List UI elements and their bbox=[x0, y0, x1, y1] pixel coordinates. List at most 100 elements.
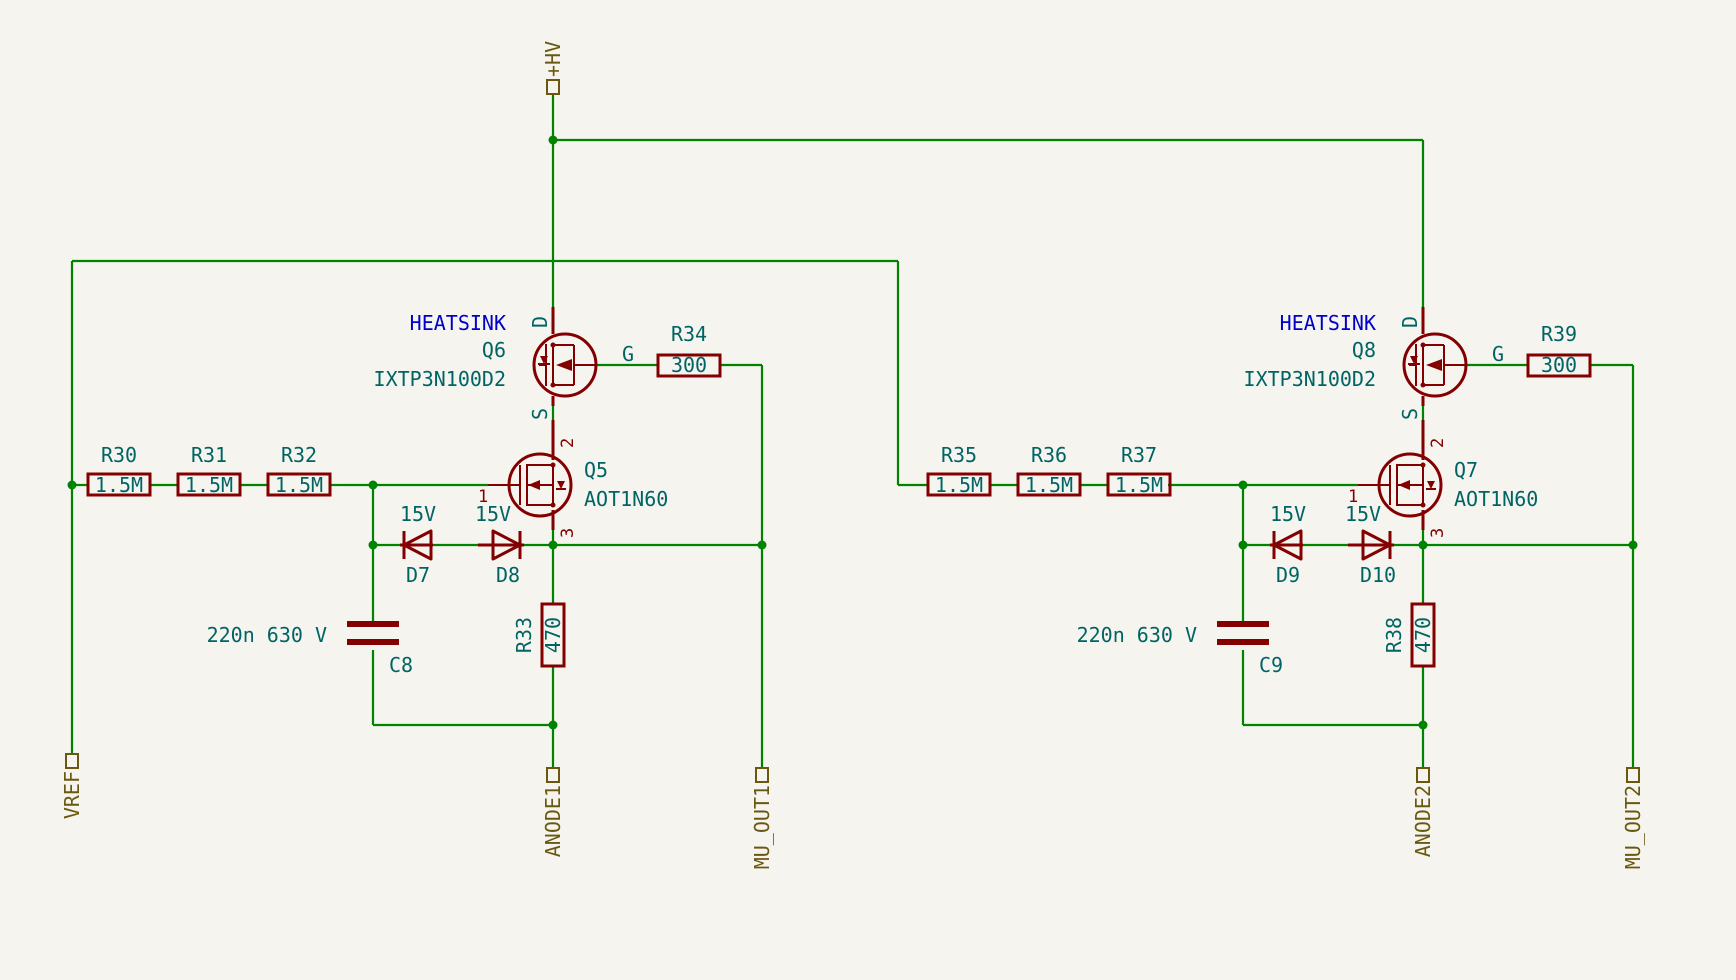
q7-pin3: 3 bbox=[1428, 528, 1448, 538]
d10-ref: D10 bbox=[1360, 563, 1396, 587]
anode2-label: ANODE2 bbox=[1411, 785, 1435, 857]
junction bbox=[548, 540, 558, 550]
heatsink-label: HEATSINK bbox=[1280, 311, 1376, 335]
stage-1: HEATSINK Q6 IXTP3N100D2 D S G 300 R34 bbox=[86, 307, 774, 869]
junction bbox=[757, 540, 767, 550]
mosfet-q6 bbox=[532, 307, 598, 406]
wire-hv-rail bbox=[551, 94, 1425, 307]
r39-value: 300 bbox=[1541, 353, 1577, 377]
r31-value: 1.5M bbox=[185, 473, 233, 497]
junction bbox=[1628, 540, 1638, 550]
q7-ref: Q7 bbox=[1454, 458, 1478, 482]
r33-ref: R33 bbox=[512, 617, 536, 653]
resistor-r36: 1.5M bbox=[1016, 472, 1082, 497]
c9-value: 220n 630 V bbox=[1077, 623, 1197, 647]
stage-2: HEATSINK Q8 IXTP3N100D2 D S G 300 R39 bbox=[926, 307, 1645, 869]
capacitor-c9 bbox=[1217, 621, 1269, 645]
resistor-r34: 300 bbox=[656, 353, 722, 378]
q8-pin-s: S bbox=[1398, 408, 1422, 420]
r30-ref: R30 bbox=[101, 443, 137, 467]
resistor-r30: 1.5M bbox=[86, 472, 152, 497]
junction bbox=[368, 480, 378, 490]
mu-out1-label: MU_OUT1 bbox=[750, 785, 774, 869]
mosfet-q8 bbox=[1402, 307, 1468, 406]
q8-pin-d: D bbox=[1398, 316, 1422, 328]
r39-ref: R39 bbox=[1541, 322, 1577, 346]
r35-value: 1.5M bbox=[935, 473, 983, 497]
q5-value: AOT1N60 bbox=[584, 487, 668, 511]
resistor-r32: 1.5M bbox=[266, 472, 332, 497]
mu-out2-port: MU_OUT2 bbox=[1621, 767, 1645, 869]
q7-value: AOT1N60 bbox=[1454, 487, 1538, 511]
anode1-port: ANODE1 bbox=[541, 767, 565, 857]
capacitor-c8 bbox=[347, 621, 399, 645]
r37-value: 1.5M bbox=[1115, 473, 1163, 497]
hv-port-label: +HV bbox=[541, 41, 565, 77]
junction bbox=[1238, 540, 1248, 550]
r36-ref: R36 bbox=[1031, 443, 1067, 467]
resistor-r39: 300 bbox=[1526, 353, 1592, 378]
q5-ref: Q5 bbox=[584, 458, 608, 482]
r36-value: 1.5M bbox=[1025, 473, 1073, 497]
q5-pin3: 3 bbox=[558, 528, 578, 538]
heatsink-label: HEATSINK bbox=[410, 311, 506, 335]
d8-value: 15V bbox=[475, 502, 511, 526]
r33-value: 470 bbox=[541, 617, 565, 653]
r37-ref: R37 bbox=[1121, 443, 1157, 467]
diode-d7 bbox=[400, 529, 433, 561]
q6-ref: Q6 bbox=[482, 338, 506, 362]
c9-ref: C9 bbox=[1259, 653, 1283, 677]
junction-vref bbox=[67, 480, 77, 490]
junction-hv bbox=[548, 135, 558, 145]
junction bbox=[1238, 480, 1248, 490]
d7-ref: D7 bbox=[406, 563, 430, 587]
c8-value: 220n 630 V bbox=[207, 623, 327, 647]
r31-ref: R31 bbox=[191, 443, 227, 467]
mosfet-q7 bbox=[1358, 420, 1443, 530]
q6-value: IXTP3N100D2 bbox=[374, 367, 506, 391]
resistor-r35: 1.5M bbox=[926, 472, 992, 497]
q8-ref: Q8 bbox=[1352, 338, 1376, 362]
anode2-port: ANODE2 bbox=[1411, 767, 1435, 857]
hv-port: +HV bbox=[541, 41, 565, 95]
q7-pin2: 2 bbox=[1428, 438, 1448, 448]
q6-pin-s: S bbox=[528, 408, 552, 420]
mu-out1-port: MU_OUT1 bbox=[750, 767, 774, 869]
mosfet-q5 bbox=[488, 420, 573, 530]
diode-d10 bbox=[1348, 529, 1394, 561]
vref-port-label: VREF bbox=[60, 771, 84, 819]
resistor-r33: 470 bbox=[540, 602, 566, 668]
resistor-r37: 1.5M bbox=[1106, 472, 1172, 497]
q7-pin1: 1 bbox=[1348, 487, 1358, 507]
resistor-r31: 1.5M bbox=[176, 472, 242, 497]
r32-ref: R32 bbox=[281, 443, 317, 467]
junction bbox=[368, 540, 378, 550]
r38-ref: R38 bbox=[1382, 617, 1406, 653]
junction bbox=[548, 720, 558, 730]
vref-port: VREF bbox=[60, 753, 84, 819]
d10-value: 15V bbox=[1345, 502, 1381, 526]
r38-value: 470 bbox=[1411, 617, 1435, 653]
d9-value: 15V bbox=[1270, 502, 1306, 526]
resistor-r38: 470 bbox=[1410, 602, 1436, 668]
anode1-label: ANODE1 bbox=[541, 785, 565, 857]
mu-out2-label: MU_OUT2 bbox=[1621, 785, 1645, 869]
q8-pin-g: G bbox=[1492, 342, 1504, 366]
c8-ref: C8 bbox=[389, 653, 413, 677]
junction bbox=[1418, 540, 1428, 550]
r34-ref: R34 bbox=[671, 322, 707, 346]
diode-d8 bbox=[478, 529, 524, 561]
d9-ref: D9 bbox=[1276, 563, 1300, 587]
diode-d9 bbox=[1270, 529, 1303, 561]
d7-value: 15V bbox=[400, 502, 436, 526]
q5-pin2: 2 bbox=[558, 438, 578, 448]
r35-ref: R35 bbox=[941, 443, 977, 467]
d8-ref: D8 bbox=[496, 563, 520, 587]
r30-value: 1.5M bbox=[95, 473, 143, 497]
r34-value: 300 bbox=[671, 353, 707, 377]
q5-pin1: 1 bbox=[478, 487, 488, 507]
r32-value: 1.5M bbox=[275, 473, 323, 497]
junction bbox=[1418, 720, 1428, 730]
q6-pin-g: G bbox=[622, 342, 634, 366]
